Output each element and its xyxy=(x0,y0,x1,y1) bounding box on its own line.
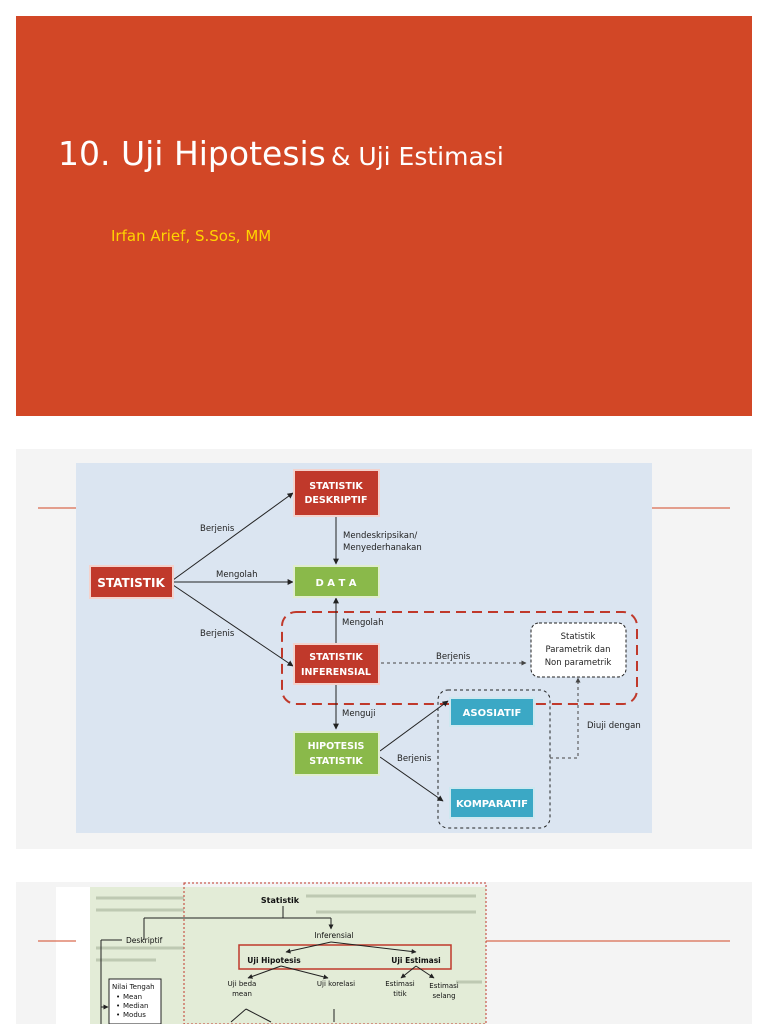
tree-nilai-tengah: Nilai Tengah xyxy=(112,983,155,991)
title-main: 10. Uji Hipotesis xyxy=(58,134,326,173)
tree-uji-beda-line1: Uji beda xyxy=(228,980,257,988)
title-rest: & Uji Estimasi xyxy=(330,142,504,171)
highlight-box xyxy=(238,944,452,970)
label-berjenis-bottom: Berjenis xyxy=(200,629,235,639)
tree-estimasi-selang-line2: selang xyxy=(432,992,455,1000)
label-diuji-dengan: Diuji dengan xyxy=(587,721,641,731)
statistics-flow-diagram: STATISTIK STATISTIK DESKRIPTIF D A T A S… xyxy=(38,463,730,833)
label-mendeskripsikan-line2: Menyederhanakan xyxy=(343,543,422,553)
tree-estimasi-titik-line1: Estimasi xyxy=(385,980,415,988)
node-deskriptif-line2: DESKRIPTIF xyxy=(305,495,368,506)
bullet: • xyxy=(116,1011,120,1019)
bullet: • xyxy=(116,993,120,1001)
tree-line xyxy=(280,965,329,980)
statistics-tree-slide: Statistik Deskriptif Inferensial Uji Hip… xyxy=(16,882,752,1024)
node-komparatif xyxy=(449,787,535,819)
tree-uji-hipotesis: Uji Hipotesis xyxy=(247,956,301,965)
scan-background-lines xyxy=(96,894,482,984)
title-slide: 10. Uji Hipotesis & Uji Estimasi Irfan A… xyxy=(16,16,752,416)
label-berjenis-top: Berjenis xyxy=(200,524,235,534)
node-parametrik xyxy=(530,622,627,678)
tree-uji-estimasi: Uji Estimasi xyxy=(391,956,441,965)
tree-line xyxy=(247,965,282,979)
arrow-hipotesis-komparatif xyxy=(379,756,444,802)
tree-estimasi-selang-line1: Estimasi xyxy=(429,982,459,990)
statistics-diagram-slide: STATISTIK STATISTIK DESKRIPTIF D A T A S… xyxy=(16,449,752,849)
tree-line xyxy=(285,941,332,954)
node-hipotesis-statistik xyxy=(293,731,380,776)
dashed-selection xyxy=(183,882,487,1024)
node-parametrik-line3: Non parametrik xyxy=(545,658,612,668)
tree-line xyxy=(330,941,417,954)
tree-median: Median xyxy=(123,1002,148,1010)
tree-line xyxy=(400,965,417,979)
node-data-label: D A T A xyxy=(315,578,356,589)
tree-line xyxy=(245,1008,272,1023)
node-asosiatif-label: ASOSIATIF xyxy=(463,708,522,719)
bullet: • xyxy=(116,1002,120,1010)
tree-deskriptif: Deskriptif xyxy=(126,936,163,945)
node-hipotesis-line1: HIPOTESIS xyxy=(308,741,365,752)
tree-statistik: Statistik xyxy=(261,896,300,905)
arrow-hipotesis-asosiatif xyxy=(379,700,449,752)
node-inferensial-line1: STATISTIK xyxy=(309,652,363,663)
statistics-tree-diagram: Statistik Deskriptif Inferensial Uji Hip… xyxy=(38,882,730,1024)
node-statistik-label: STATISTIK xyxy=(97,576,165,590)
arrow-statistik-inferensial xyxy=(172,584,294,667)
node-hipotesis-line2: STATISTIK xyxy=(309,756,363,767)
tree-line xyxy=(415,965,435,979)
label-mengolah-up: Mengolah xyxy=(342,618,384,628)
node-deskriptif-line1: STATISTIK xyxy=(309,481,363,492)
node-komparatif-label: KOMPARATIF xyxy=(456,799,528,810)
tree-inferensial: Inferensial xyxy=(314,931,353,940)
tree-mean: Mean xyxy=(123,993,142,1001)
tree-modus: Modus xyxy=(123,1011,146,1019)
tree-line xyxy=(230,1008,247,1023)
nilai-tengah-box xyxy=(108,978,162,1024)
node-parametrik-line1: Statistik xyxy=(561,632,596,642)
node-statistik xyxy=(89,565,174,599)
node-asosiatif xyxy=(449,697,535,727)
label-berjenis-hipotesis: Berjenis xyxy=(397,754,432,764)
slide-title: 10. Uji Hipotesis & Uji Estimasi xyxy=(58,134,504,173)
label-mengolah-mid: Mengolah xyxy=(216,570,258,580)
tree-estimasi-titik-line2: titik xyxy=(393,990,407,998)
arrow-statistik-deskriptif xyxy=(172,492,294,581)
node-statistik-deskriptif xyxy=(293,469,380,517)
label-berjenis-right: Berjenis xyxy=(436,652,471,662)
label-mendeskripsikan-line1: Mendeskripsikan/ xyxy=(343,531,417,541)
node-statistik-inferensial xyxy=(293,643,380,685)
node-inferensial-line2: INFERENSIAL xyxy=(301,667,371,678)
tree-uji-korelasi: Uji korelasi xyxy=(317,980,355,988)
node-parametrik-line2: Parametrik dan xyxy=(546,645,611,655)
author-name: Irfan Arief, S.Sos, MM xyxy=(111,227,272,245)
node-data xyxy=(293,565,380,598)
label-menguji: Menguji xyxy=(342,709,375,719)
tree-uji-beda-line2: mean xyxy=(232,990,252,998)
